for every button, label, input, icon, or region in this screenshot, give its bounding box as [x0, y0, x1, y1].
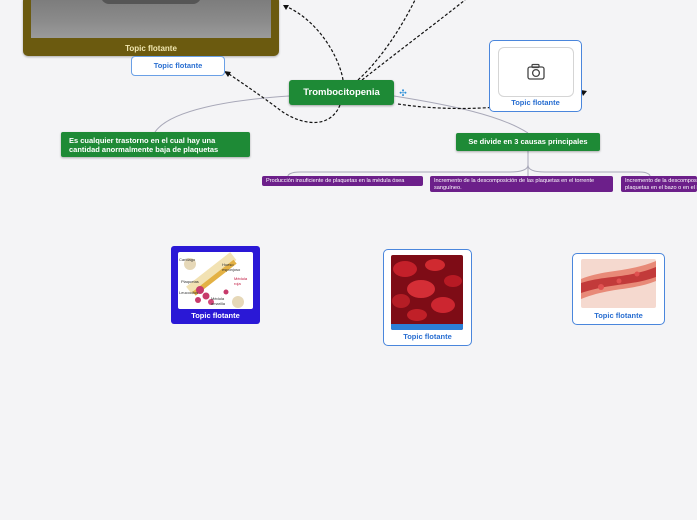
- cause-item-label: Incremento de la descomposición de las p…: [434, 178, 595, 191]
- bone-marrow-image-topic[interactable]: Cartílago Hueso esponjoso Plaquetas Médu…: [171, 246, 260, 324]
- blood-vessel-image-topic[interactable]: Topic flotante: [572, 253, 665, 325]
- bone-marrow-illustration: Cartílago Hueso esponjoso Plaquetas Médu…: [178, 252, 253, 309]
- cause-item[interactable]: Incremento de la descomposición de las p…: [621, 176, 697, 192]
- causes-title: Se divide en 3 causas principales: [468, 137, 588, 146]
- bone-label: Médula amarilla: [211, 296, 226, 306]
- top-left-image-caption: Topic flotante: [125, 44, 177, 53]
- cause-item-label: Incremento de la descomposición de las p…: [625, 178, 697, 191]
- blood-vessel-card-caption: Topic flotante: [594, 311, 643, 320]
- definition-text: Es cualquier trastorno en el cual hay un…: [69, 136, 219, 154]
- collapse-toggle-icon[interactable]: ✣: [399, 88, 407, 98]
- definition-topic[interactable]: Es cualquier trastorno en el cual hay un…: [61, 132, 250, 157]
- causes-topic[interactable]: Se divide en 3 causas principales: [456, 133, 600, 151]
- central-topic[interactable]: Trombocitopenia: [289, 80, 394, 105]
- blood-vessel-illustration: [581, 259, 656, 308]
- bone-label: Leucocitos: [179, 290, 199, 295]
- camera-image-topic[interactable]: Topic flotante: [489, 40, 582, 112]
- floating-topic-chip[interactable]: Topic flotante: [131, 56, 225, 76]
- image-placeholder: [498, 47, 574, 97]
- topic-image: [31, 0, 271, 38]
- bone-card-caption: Topic flotante: [191, 311, 240, 320]
- blood-cells-illustration: [391, 255, 463, 330]
- cause-item[interactable]: Incremento de la descomposición de las p…: [430, 176, 613, 192]
- top-left-image-topic[interactable]: Topic flotante: [23, 0, 279, 56]
- bone-label: Médula roja: [234, 276, 248, 286]
- bone-label: Cartílago: [179, 257, 196, 262]
- camera-card-caption: Topic flotante: [511, 98, 560, 107]
- blood-cells-card-caption: Topic flotante: [403, 332, 452, 341]
- floating-topic-chip-label: Topic flotante: [153, 61, 203, 70]
- central-topic-label: Trombocitopenia: [303, 87, 380, 98]
- bone-label: Plaquetas: [181, 279, 199, 284]
- bone-label: Hueso esponjoso: [222, 262, 241, 272]
- cause-item-label: Producción insuficiente de plaquetas en …: [266, 178, 405, 184]
- camera-icon: [527, 63, 545, 80]
- blood-cells-image-topic[interactable]: Topic flotante: [383, 249, 472, 346]
- cause-item[interactable]: Producción insuficiente de plaquetas en …: [262, 176, 423, 186]
